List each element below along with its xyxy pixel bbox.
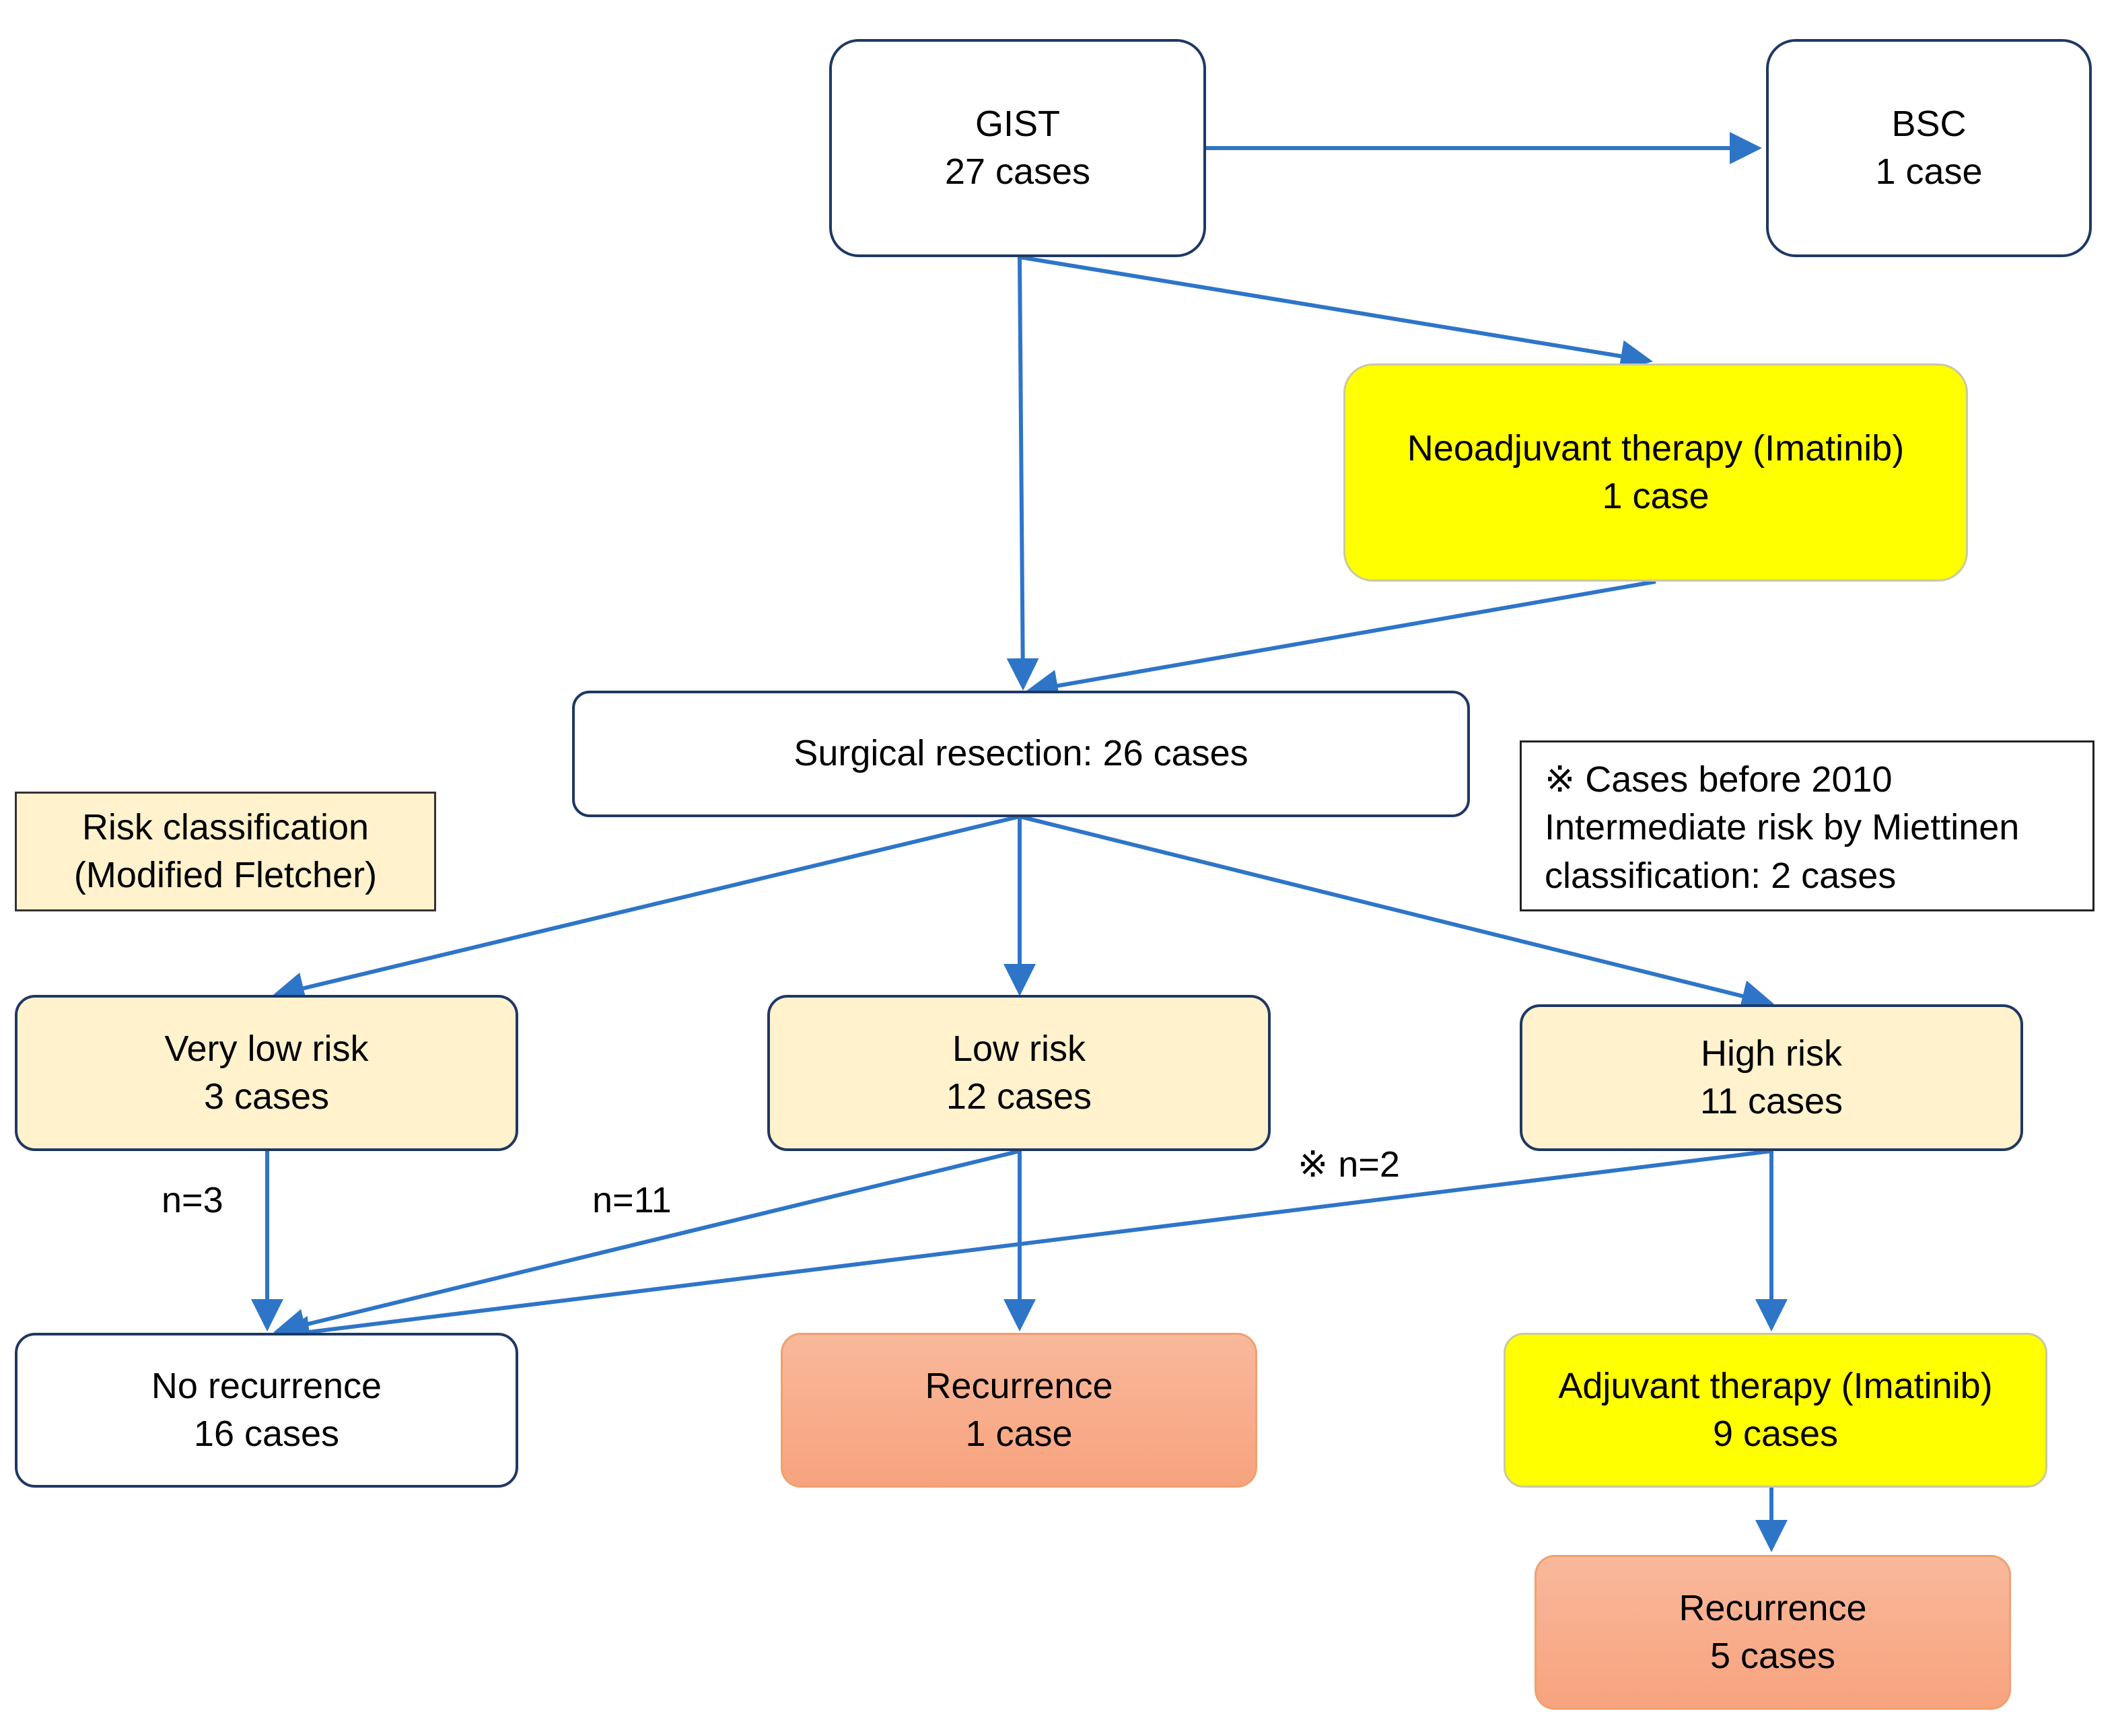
very-low-risk-node: Very low risk 3 cases xyxy=(15,995,518,1151)
high-risk-count: 11 cases xyxy=(1699,1081,1843,1121)
arrow-low-to-no-recurrence xyxy=(273,1149,1020,1341)
gist-count: 27 cases xyxy=(944,151,1091,192)
bsc-title: BSC xyxy=(1891,103,1967,144)
no-recurrence-title: No recurrence xyxy=(151,1365,382,1406)
bsc-count: 1 case xyxy=(1875,151,1983,192)
note-line-3: classification: 2 cases xyxy=(1545,855,1897,896)
arrow-high-to-no-recurrence xyxy=(277,1149,1772,1348)
recurrence-high-node: Recurrence 5 cases xyxy=(1535,1555,2011,1710)
risk-classification-legend: Risk classification (Modified Fletcher) xyxy=(15,792,436,911)
very-low-risk-count: 3 cases xyxy=(203,1076,330,1117)
recurrence-high-count: 5 cases xyxy=(1710,1636,1836,1676)
adjuvant-node: Adjuvant therapy (Imatinib) 9 cases xyxy=(1504,1333,2047,1488)
very-low-risk-title: Very low risk xyxy=(164,1028,369,1069)
arrow-neoadjuvant-to-surgical xyxy=(1026,580,1656,702)
arrow-surgical-to-high xyxy=(1019,814,1774,1012)
edge-label-very-low: n=3 xyxy=(162,1180,223,1220)
neoadjuvant-count: 1 case xyxy=(1602,476,1710,516)
surgical-title: Surgical resection: 26 cases xyxy=(794,733,1248,774)
note-line-2: Intermediate risk by Miettinen xyxy=(1545,807,2020,848)
low-risk-title: Low risk xyxy=(952,1028,1086,1069)
neoadjuvant-node: Neoadjuvant therapy (Imatinib) 1 case xyxy=(1343,363,1968,582)
neoadjuvant-title: Neoadjuvant therapy (Imatinib) xyxy=(1407,427,1905,468)
recurrence-low-count: 1 case xyxy=(965,1414,1073,1454)
arrow-gist-to-neoadjuvant xyxy=(1019,255,1653,372)
adjuvant-title: Adjuvant therapy (Imatinib) xyxy=(1558,1365,1993,1406)
no-recurrence-node: No recurrence 16 cases xyxy=(15,1333,518,1488)
adjuvant-count: 9 cases xyxy=(1712,1414,1839,1454)
gist-node: GIST 27 cases xyxy=(829,39,1206,257)
gist-title: GIST xyxy=(975,103,1060,144)
high-risk-title: High risk xyxy=(1700,1033,1843,1074)
arrow-surgical-to-very-low xyxy=(272,814,1020,1004)
high-risk-node: High risk 11 cases xyxy=(1520,1004,2023,1151)
recurrence-low-node: Recurrence 1 case xyxy=(781,1333,1257,1488)
no-recurrence-count: 16 cases xyxy=(193,1414,340,1454)
edge-label-low: n=11 xyxy=(592,1180,672,1220)
low-risk-count: 12 cases xyxy=(946,1076,1092,1117)
low-risk-node: Low risk 12 cases xyxy=(767,995,1271,1151)
bsc-node: BSC 1 case xyxy=(1766,39,2092,257)
arrow-gist-to-surgical xyxy=(1006,256,1039,691)
recurrence-low-title: Recurrence xyxy=(925,1365,1113,1406)
note-line-1: ※ Cases before 2010 xyxy=(1545,759,1893,800)
legend-line-2: (Modified Fletcher) xyxy=(73,855,378,895)
recurrence-high-title: Recurrence xyxy=(1679,1587,1867,1628)
legend-line-1: Risk classification xyxy=(81,806,369,847)
miettinen-note: ※ Cases before 2010 Intermediate risk by… xyxy=(1520,740,2094,911)
edge-label-high: ※ n=2 xyxy=(1298,1144,1400,1185)
surgical-node: Surgical resection: 26 cases xyxy=(572,691,1470,817)
